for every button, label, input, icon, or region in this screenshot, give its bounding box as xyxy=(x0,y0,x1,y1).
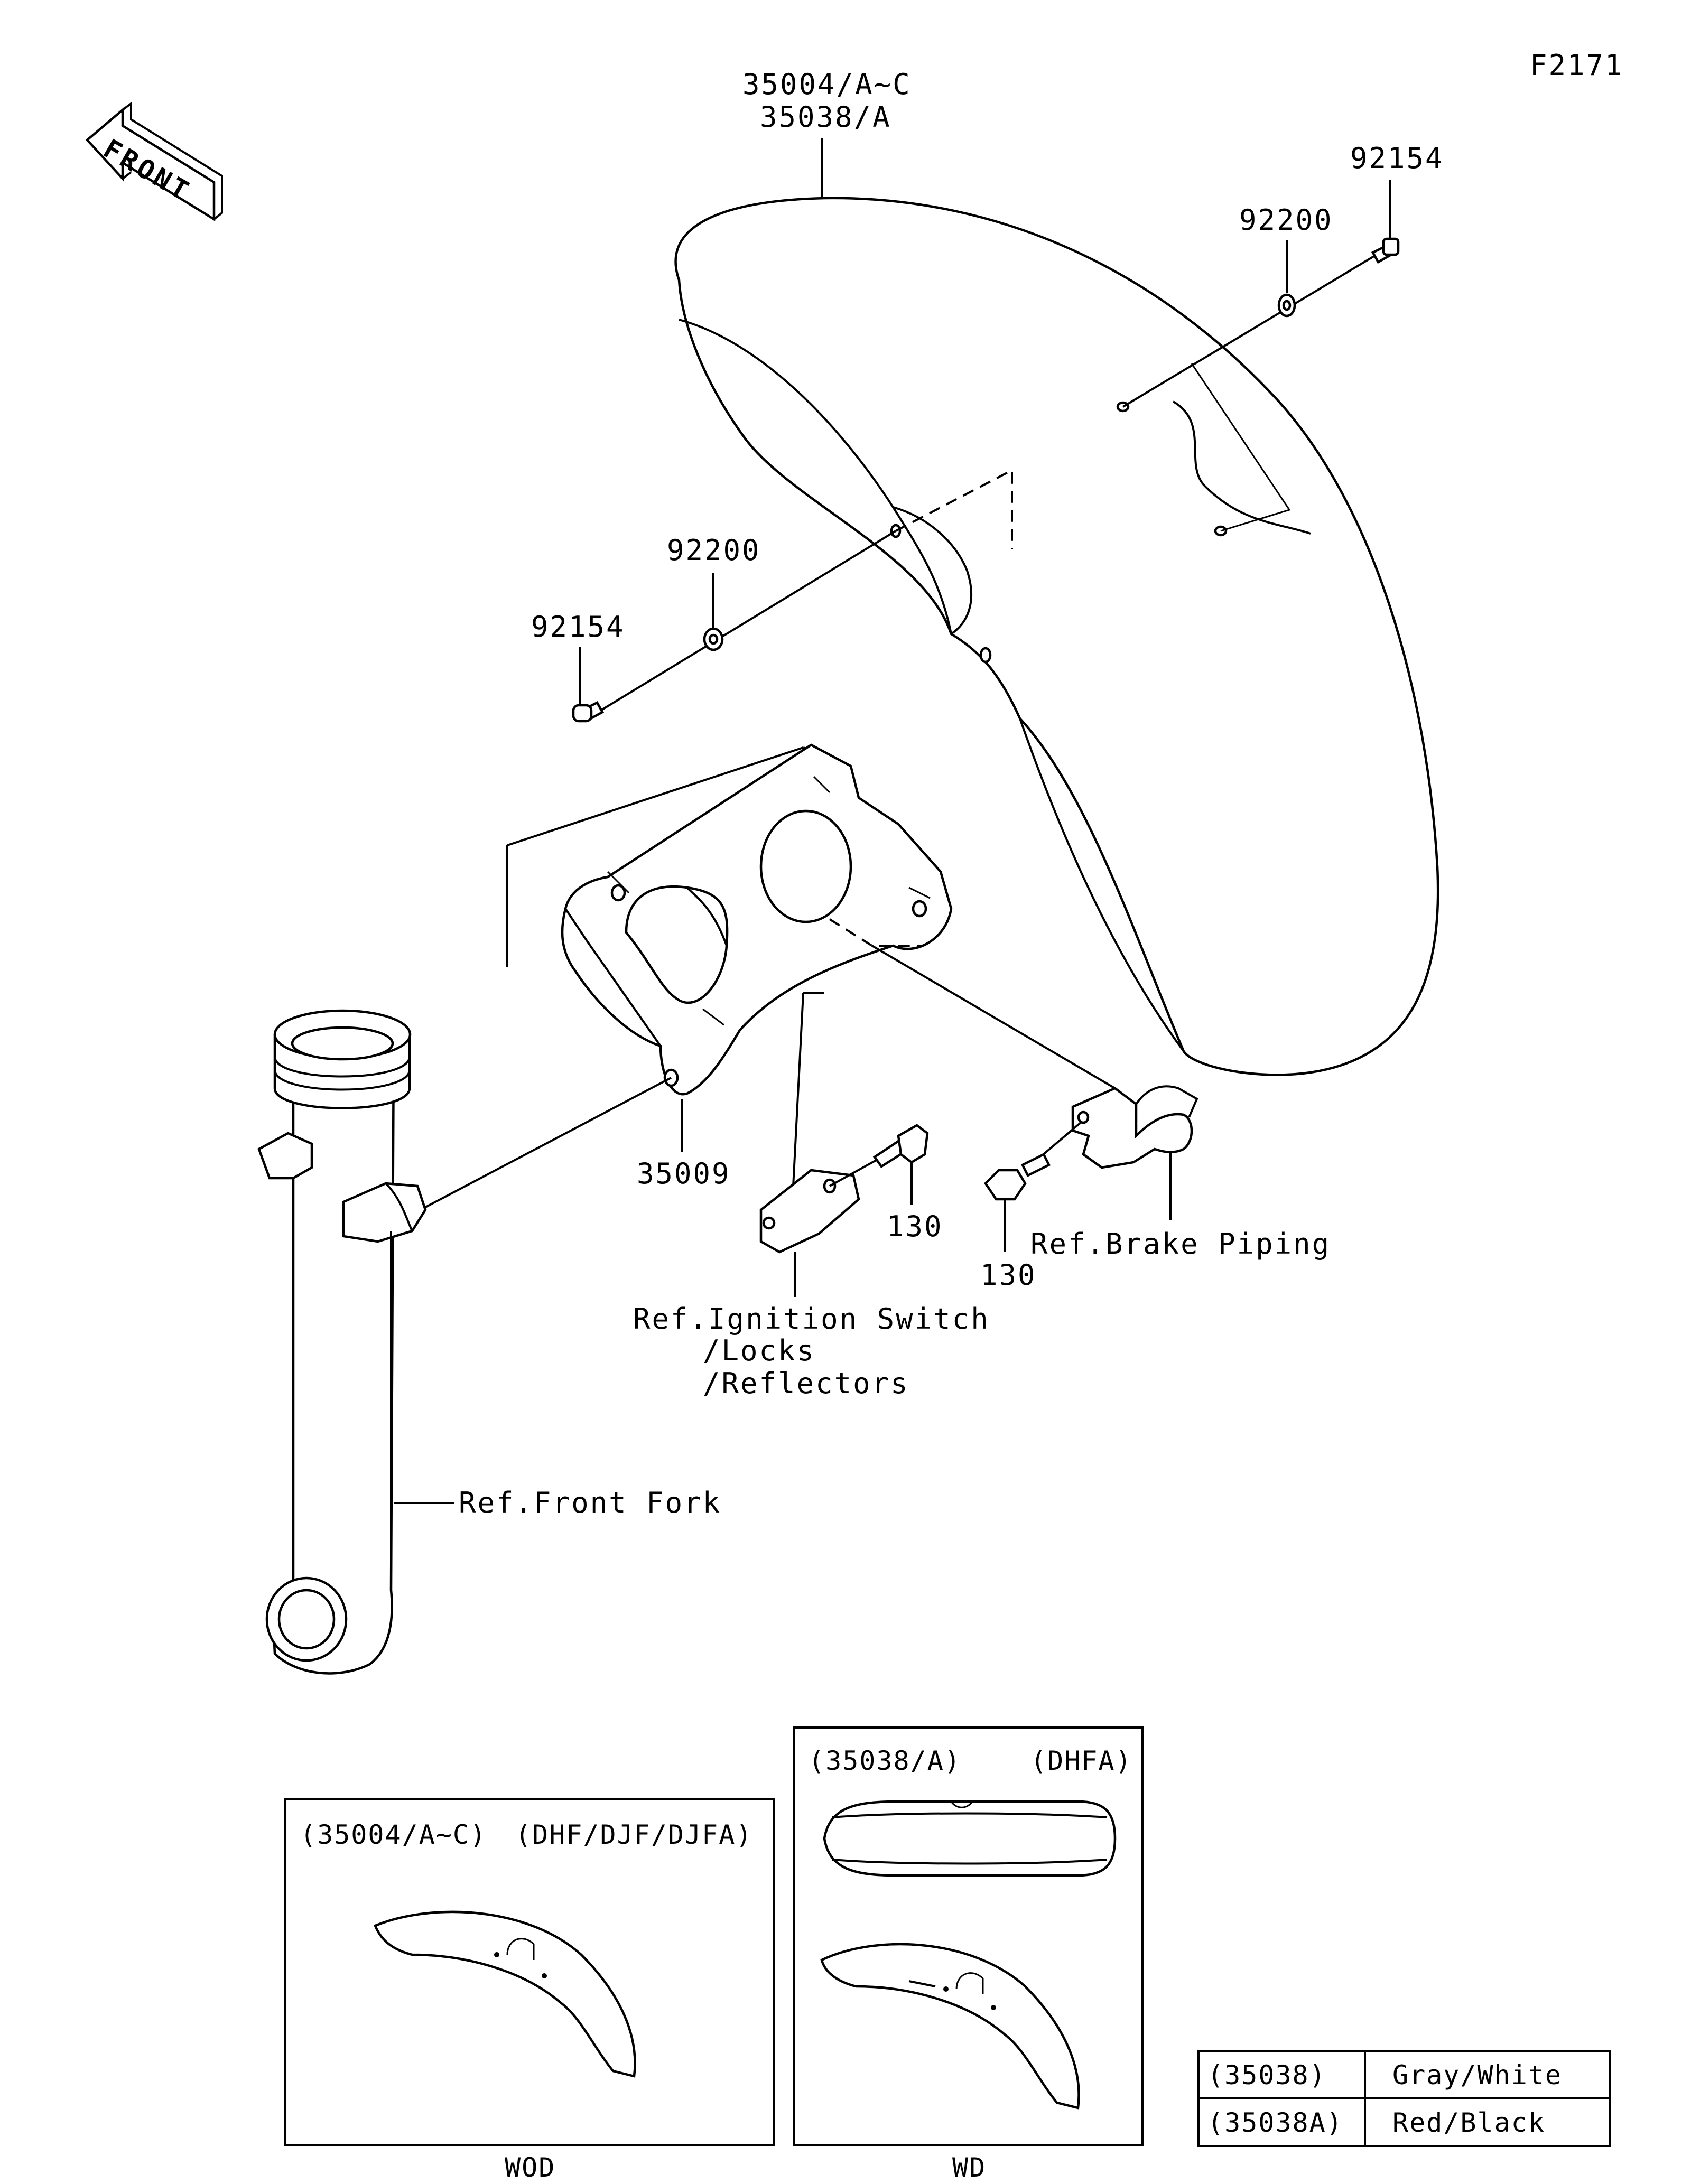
inset-wd-models: (DHFA) xyxy=(1030,1746,1132,1776)
center-bolt xyxy=(872,1124,929,1169)
right-bolt-number: 92154 xyxy=(1350,142,1444,175)
inset-wod-part: (35004/A~C) xyxy=(300,1819,487,1850)
inset-wod-models: (DHF/DJF/DJFA) xyxy=(515,1819,752,1850)
fender-part-number-alt: 35038/A xyxy=(760,100,891,134)
fork-ref: Ref.Front Fork xyxy=(459,1486,721,1519)
front-fork xyxy=(257,1009,427,1675)
left-washer-number: 92200 xyxy=(667,534,761,567)
color-table-color-2: Red/Black xyxy=(1392,2107,1545,2138)
brake-piping-clamp xyxy=(1071,1085,1198,1169)
color-table-color-1: Gray/White xyxy=(1392,2060,1562,2090)
brake-ref: Ref.Brake Piping xyxy=(1030,1227,1331,1261)
front-arrow-icon: FRONT xyxy=(85,101,223,222)
inset-wd: (35038/A) (DHFA) WD xyxy=(793,1726,1144,2183)
brake-bolt xyxy=(984,1152,1051,1201)
left-washer xyxy=(703,627,724,651)
right-washer xyxy=(1277,293,1296,318)
center-bolt-number: 130 xyxy=(887,1210,943,1243)
color-table-part-2: (35038A) xyxy=(1207,2107,1343,2138)
ignition-ref-line1: Ref.Ignition Switch xyxy=(633,1302,990,1336)
inset-wd-caption: WD xyxy=(952,2152,986,2183)
inset-wd-part: (35038/A) xyxy=(809,1746,961,1776)
color-table-part-1: (35038) xyxy=(1207,2060,1326,2090)
right-washer-number: 92200 xyxy=(1239,203,1333,237)
fender-part-number: 35004/A~C xyxy=(742,68,912,101)
bracket-number: 35009 xyxy=(637,1157,731,1190)
inset-wod: (35004/A~C) (DHF/DJF/DJFA) WOD xyxy=(284,1798,775,2183)
ignition-ref-line3: /Reflectors xyxy=(703,1367,909,1400)
fender-bracket xyxy=(506,743,953,1096)
figure-id: F2171 xyxy=(1530,49,1624,82)
brake-bolt-number: 130 xyxy=(980,1258,1037,1292)
ignition-ref-line2: /Locks xyxy=(703,1334,815,1367)
left-bolt xyxy=(572,701,605,723)
left-bolt-number: 92154 xyxy=(531,610,625,643)
right-bolt xyxy=(1371,237,1400,264)
color-table: (35038) Gray/White (35038A) Red/Black xyxy=(1197,2050,1611,2147)
lock-bracket xyxy=(759,1169,860,1254)
inset-wod-caption: WOD xyxy=(505,2152,555,2183)
